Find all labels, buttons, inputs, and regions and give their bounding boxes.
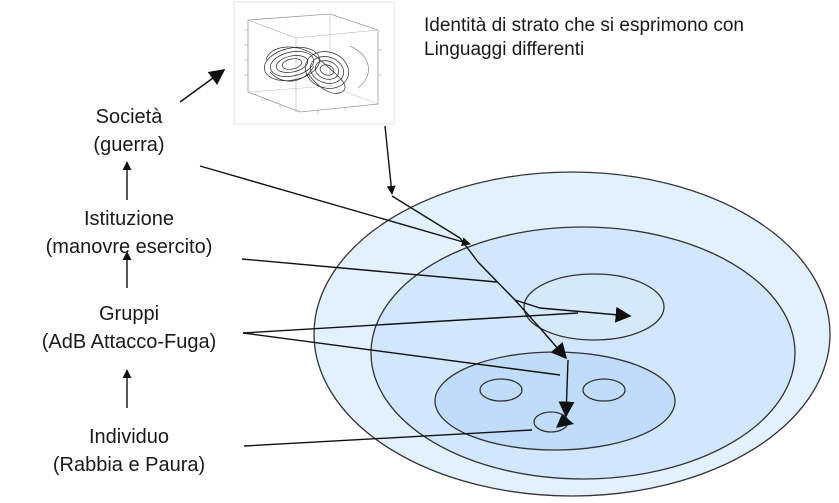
level-societa-subtitle: (guerra)	[93, 134, 164, 156]
group-ellipse	[523, 273, 665, 341]
connector-individuo	[243, 429, 533, 447]
right-small-circle	[582, 378, 626, 402]
level-societa-title: Società	[96, 106, 164, 128]
level-istituzione-title: Istituzione	[84, 208, 174, 230]
level-gruppi-subtitle: (AdB Attacco-Fuga)	[42, 331, 217, 353]
path-group-arrow	[514, 299, 632, 323]
connector-istituzione	[241, 258, 498, 283]
connector-gruppi-lower	[242, 332, 561, 376]
arrow-societa-to-thumbnail	[179, 69, 226, 103]
connector-gruppi-upper	[242, 312, 579, 334]
connector-societa	[199, 165, 471, 247]
arrow-thumbnail-to-strata	[384, 125, 396, 195]
level-istituzione-subtitle: (manovre esercito)	[46, 236, 213, 258]
path-to-inner	[514, 299, 568, 360]
level-gruppi-title: Gruppi	[99, 303, 159, 325]
level-individuo-title: Individuo	[89, 426, 169, 448]
left-small-circle	[479, 378, 523, 402]
path-to-core	[558, 359, 575, 418]
center-arrow-marker	[556, 414, 574, 428]
stratum-descent-path	[391, 195, 516, 301]
lorenz-attractor-plot-icon	[233, 1, 395, 125]
caption-line-2: Linguaggi differenti	[424, 39, 584, 60]
individual-stratum-ellipse	[434, 351, 676, 451]
caption-line-1: Identità di strato che si esprimono con	[424, 15, 744, 36]
level-individuo-subtitle: (Rabbia e Paura)	[53, 454, 205, 476]
